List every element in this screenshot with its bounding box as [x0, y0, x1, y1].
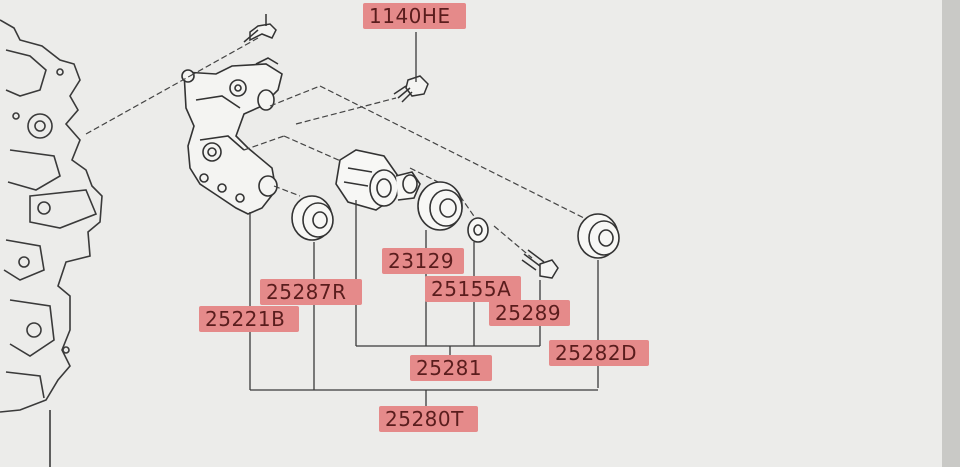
bolt-1140HE-drawing: [393, 75, 429, 103]
part-label-25280t[interactable]: 25280T: [379, 406, 478, 432]
part-label-25221b[interactable]: 25221B: [199, 306, 299, 332]
pulley-23129-drawing: [417, 181, 463, 231]
part-label-23129[interactable]: 23129: [382, 248, 464, 274]
washer-25155A-drawing: [467, 217, 489, 243]
part-label-25287r[interactable]: 25287R: [260, 279, 362, 305]
pulley-25287R-drawing: [291, 195, 334, 241]
engine-block-drawing: [0, 19, 103, 467]
tensioner-drawing: [335, 149, 421, 211]
pulley-25282D-drawing: [577, 213, 620, 259]
part-label-25289[interactable]: 25289: [489, 300, 570, 326]
leader-lines: [85, 37, 597, 259]
part-label-1140he[interactable]: 1140HE: [363, 3, 466, 29]
bolt-top-drawing: [243, 14, 277, 43]
part-label-25155a[interactable]: 25155A: [425, 276, 521, 302]
tensioner-bracket-drawing: [181, 57, 283, 215]
bolt-25289-drawing: [521, 249, 559, 279]
part-label-25281[interactable]: 25281: [410, 355, 492, 381]
callout-lines: [249, 32, 599, 406]
part-label-25282d[interactable]: 25282D: [549, 340, 649, 366]
screen-edge: [942, 0, 960, 467]
